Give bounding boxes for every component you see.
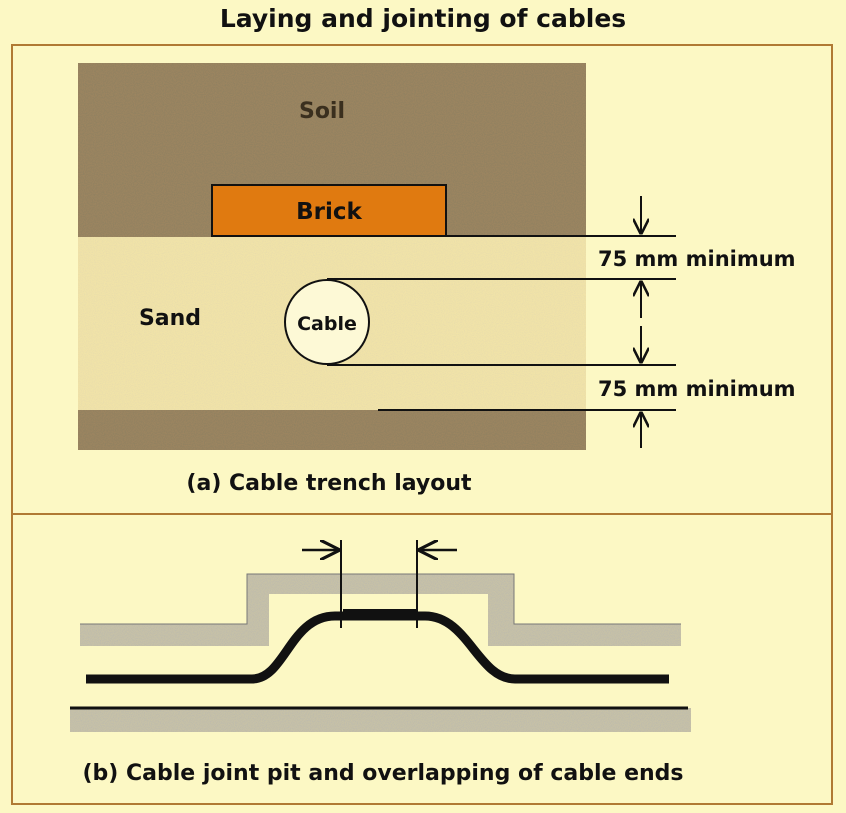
panel-b-caption: (b) Cable joint pit and overlapping of c… xyxy=(82,761,683,786)
brick xyxy=(211,184,447,237)
diagram-title: Laying and jointing of cables xyxy=(219,4,627,33)
brick-label: Brick xyxy=(296,199,362,225)
soil-label: Soil xyxy=(299,99,345,124)
cable-overlap xyxy=(343,609,417,617)
panel-b-frame xyxy=(11,513,833,805)
panel-a-caption: (a) Cable trench layout xyxy=(186,471,472,496)
pit-outline xyxy=(80,573,681,625)
pit-ground-surface xyxy=(80,574,681,646)
lower-dimension-label: 75 mm minimum xyxy=(598,377,796,401)
cable-label: Cable xyxy=(297,313,357,335)
upper-dimension-label: 75 mm minimum xyxy=(598,247,796,271)
sand-label: Sand xyxy=(139,306,201,331)
pit-bottom-ground xyxy=(70,708,691,732)
